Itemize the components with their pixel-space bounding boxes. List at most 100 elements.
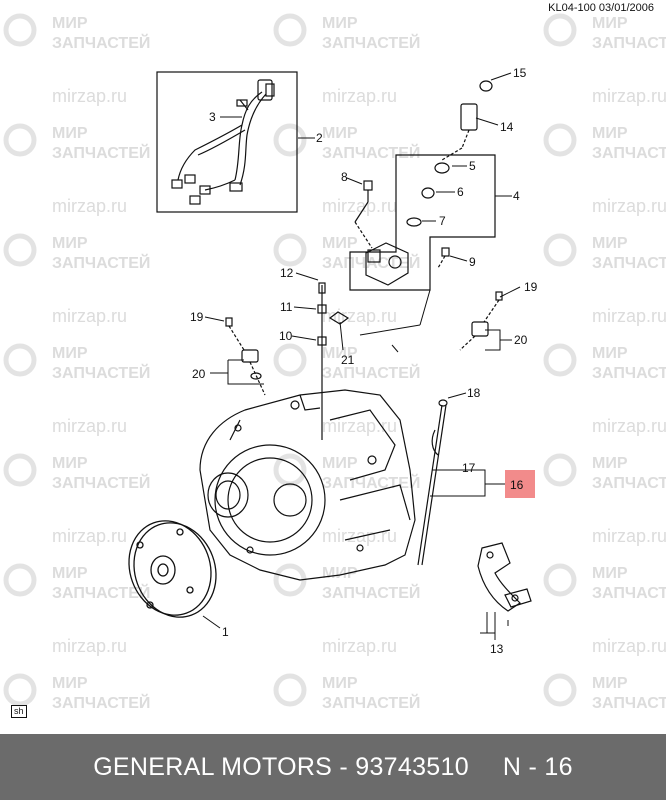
kit-components	[365, 162, 450, 286]
footer-page-ref: N - 16	[502, 752, 573, 781]
watermark-url: mirzap.ru	[52, 86, 127, 106]
harness-box	[156, 71, 298, 213]
watermark-line1: МИР	[322, 675, 358, 692]
watermark-line2: ЗАПЧАСТЕЙ	[592, 253, 666, 272]
watermark-url: mirzap.ru	[52, 306, 127, 326]
valve-14-15-drawing	[441, 80, 493, 161]
watermark-url: mirzap.ru	[592, 86, 666, 106]
watermark-line2: ЗАПЧАСТЕЙ	[592, 693, 666, 712]
wiring-harness-drawing	[171, 79, 275, 205]
callout-1: 1	[222, 625, 229, 639]
watermark-line1: МИР	[592, 125, 628, 142]
watermark-url: mirzap.ru	[52, 526, 127, 546]
watermark-line1: МИР	[52, 345, 88, 362]
watermark-line1: МИР	[592, 235, 628, 252]
watermark-url: mirzap.ru	[322, 636, 397, 656]
watermark-url: mirzap.ru	[52, 416, 127, 436]
bolt-9-drawing	[437, 247, 450, 269]
watermark-url: mirzap.ru	[592, 526, 666, 546]
watermark-url: mirzap.ru	[592, 416, 666, 436]
torque-converter-drawing	[128, 520, 217, 618]
callout-13: 13	[490, 642, 504, 656]
callout-17: 17	[462, 461, 476, 475]
callout-10: 10	[279, 329, 293, 343]
watermark-line2: ЗАПЧАСТЕЙ	[322, 363, 420, 382]
callout-20: 20	[514, 333, 528, 347]
watermark-line2: ЗАПЧАСТЕЙ	[322, 143, 420, 162]
callout-6: 6	[457, 185, 464, 199]
watermark-url: mirzap.ru	[322, 306, 397, 326]
watermark-line1: МИР	[592, 345, 628, 362]
watermark-line2: ЗАПЧАСТЕЙ	[592, 33, 666, 52]
callout-9: 9	[469, 255, 476, 269]
watermark-url: mirzap.ru	[592, 196, 666, 216]
watermark-line2: ЗАПЧАСТЕЙ	[322, 583, 420, 602]
watermark-line2: ЗАПЧАСТЕЙ	[52, 33, 150, 52]
callout-16: 16	[510, 478, 524, 492]
watermark-line1: МИР	[322, 565, 358, 582]
callout-15: 15	[513, 66, 527, 80]
watermark-url: mirzap.ru	[52, 196, 127, 216]
dipstick-drawing	[417, 399, 448, 566]
callout-18: 18	[467, 386, 481, 400]
watermark-line1: МИР	[322, 455, 358, 472]
watermark-line1: МИР	[52, 125, 88, 142]
bolt-8-drawing	[354, 180, 373, 249]
callout-20: 20	[192, 367, 206, 381]
watermark-url: mirzap.ru	[322, 196, 397, 216]
watermark-line2: ЗАПЧАСТЕЙ	[592, 583, 666, 602]
watermark-line2: ЗАПЧАСТЕЙ	[52, 583, 150, 602]
watermark-line2: ЗАПЧАСТЕЙ	[52, 253, 150, 272]
watermark-line2: ЗАПЧАСТЕЙ	[592, 143, 666, 162]
watermark-line1: МИР	[592, 565, 628, 582]
callout-5: 5	[469, 159, 476, 173]
sensor-left-drawing	[225, 317, 266, 396]
callout-7: 7	[439, 214, 446, 228]
watermark-line1: МИР	[52, 565, 88, 582]
watermark-line1: МИР	[52, 235, 88, 252]
footer-part-label: GENERAL MOTORS - 93743510	[93, 752, 469, 781]
watermark-line1: МИР	[322, 235, 358, 252]
callout-2: 2	[316, 131, 323, 145]
diagram-code: KL04-100 03/01/2006	[548, 2, 654, 14]
watermark-line2: ЗАПЧАСТЕЙ	[592, 363, 666, 382]
watermark-url: mirzap.ru	[592, 306, 666, 326]
watermark-line2: ЗАПЧАСТЕЙ	[322, 693, 420, 712]
watermark-line2: ЗАПЧАСТЕЙ	[322, 33, 420, 52]
watermark-line2: ЗАПЧАСТЕЙ	[52, 473, 150, 492]
watermark-line1: МИР	[52, 15, 88, 32]
callout-14: 14	[500, 120, 514, 134]
callout-19: 19	[524, 280, 538, 294]
watermark-url: mirzap.ru	[322, 526, 397, 546]
watermark-line2: ЗАПЧАСТЕЙ	[52, 693, 150, 712]
callout-11: 11	[280, 300, 293, 314]
callout-3: 3	[209, 110, 216, 124]
watermark-url: mirzap.ru	[592, 636, 666, 656]
watermark-line2: ЗАПЧАСТЕЙ	[322, 473, 420, 492]
callout-19: 19	[190, 310, 204, 324]
callout-8: 8	[341, 170, 348, 184]
watermark-line1: МИР	[322, 125, 358, 142]
leader-lines	[202, 72, 521, 640]
footer-bar: GENERAL MOTORS - 93743510 N - 16	[0, 734, 666, 800]
